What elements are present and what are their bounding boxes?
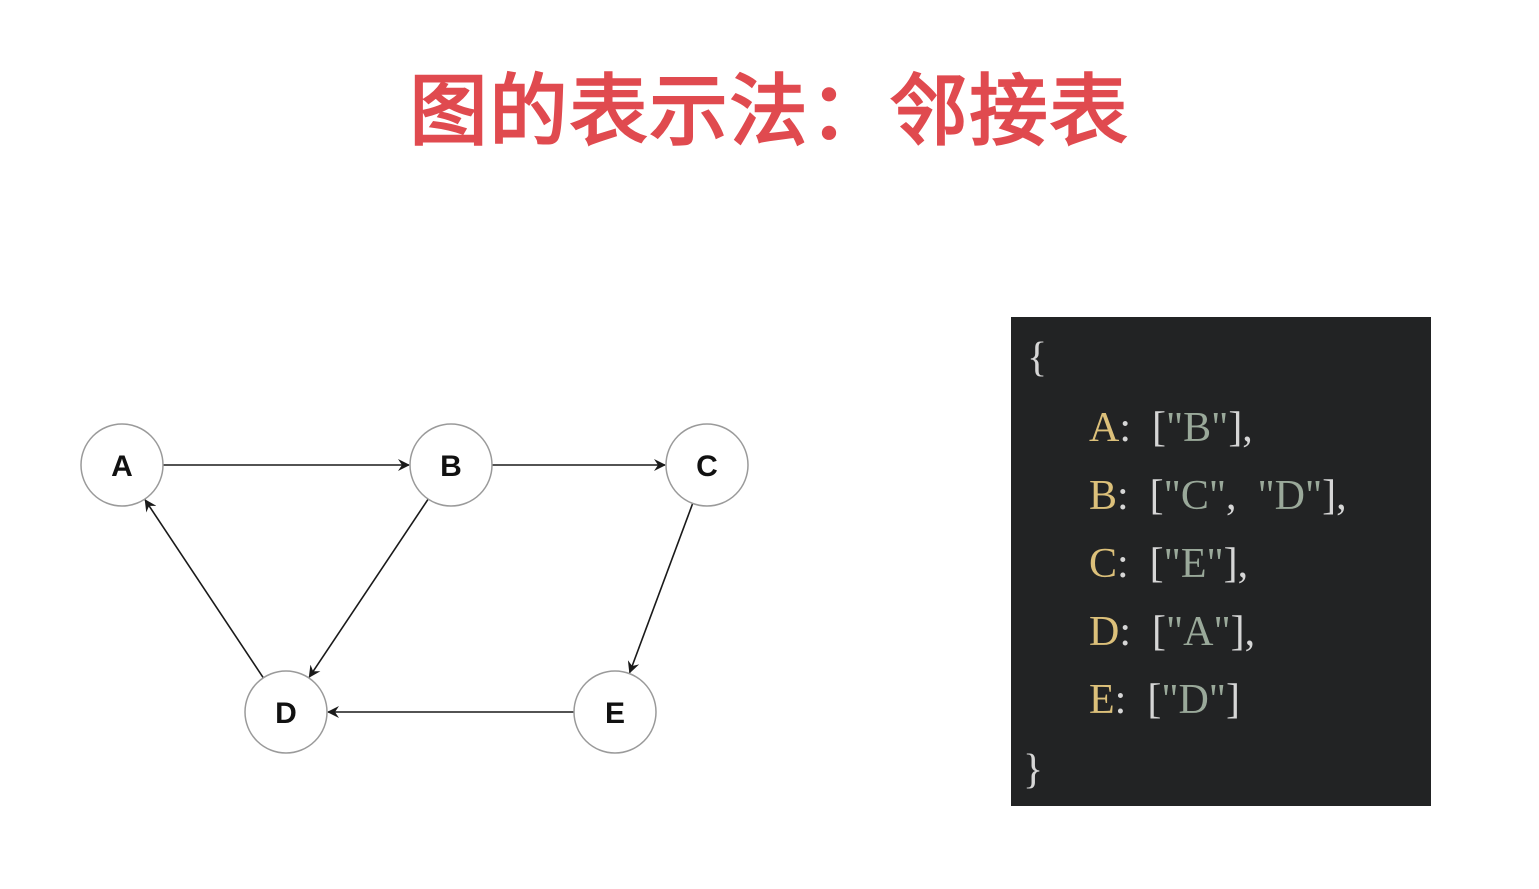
entry-close-bracket: ], [1322,473,1347,519]
graph-node-b: B [409,423,493,507]
entry-value: "C" [1163,473,1226,519]
entry-close-bracket: ], [1223,541,1249,587]
node-circle [409,423,493,507]
edge-d-to-a [144,499,264,679]
entry-key: E [1089,677,1115,723]
entry-open-bracket: : [ [1119,405,1166,451]
entry-key: C [1089,541,1118,587]
entry-open-bracket: : [ [1117,473,1164,519]
entry-value: "E" [1163,541,1224,587]
open-brace: { [1027,335,1048,381]
entry-value: "B" [1166,405,1229,451]
page-title: 图的表示法：邻接表 [409,67,1130,157]
node-label: E [605,697,625,730]
entry-key: D [1089,609,1120,655]
node-label: A [111,450,133,483]
entry-value: "D" [1161,677,1226,723]
node-label: D [275,697,297,730]
graph-nodes: A B C D E [80,423,749,754]
entry-separator: , [1225,473,1258,519]
node-circle [573,670,657,754]
entry-open-bracket: : [ [1119,609,1166,655]
node-label: B [440,450,462,483]
entry-open-bracket: : [ [1117,541,1164,587]
adjacency-entry-a: A: ["B"], [1089,403,1253,453]
code-close-brace: } [1023,745,1043,795]
entry-key: B [1089,473,1118,519]
node-circle [244,670,328,754]
entry-close-bracket: ], [1228,405,1253,451]
graph-node-c: C [665,423,749,507]
entry-close-bracket: ], [1230,609,1256,655]
entry-open-bracket: : [ [1114,677,1162,723]
edge-b-to-d [308,498,429,678]
node-circle [80,423,164,507]
close-brace: } [1023,747,1044,793]
graph-node-a: A [80,423,164,507]
adjacency-entry-d: D: ["A"], [1089,607,1255,657]
adjacency-list-code-panel: {A: ["B"],B: ["C", "D"],C: ["E"],D: ["A"… [1011,317,1431,806]
graph-node-e: E [573,670,657,754]
entry-value: "D" [1257,473,1323,519]
entry-close-bracket: ] [1225,677,1240,723]
graph-node-d: D [244,670,328,754]
node-circle [665,423,749,507]
node-label: C [696,450,718,483]
code-open-brace: { [1027,333,1047,383]
adjacency-entry-c: C: ["E"], [1089,539,1248,589]
entry-value: "A" [1166,609,1231,655]
adjacency-entry-e: E: ["D"] [1089,675,1240,725]
entry-key: A [1089,405,1120,451]
adjacency-entry-b: B: ["C", "D"], [1089,471,1347,521]
graph-edges [144,459,694,718]
edge-c-to-e [627,503,694,674]
